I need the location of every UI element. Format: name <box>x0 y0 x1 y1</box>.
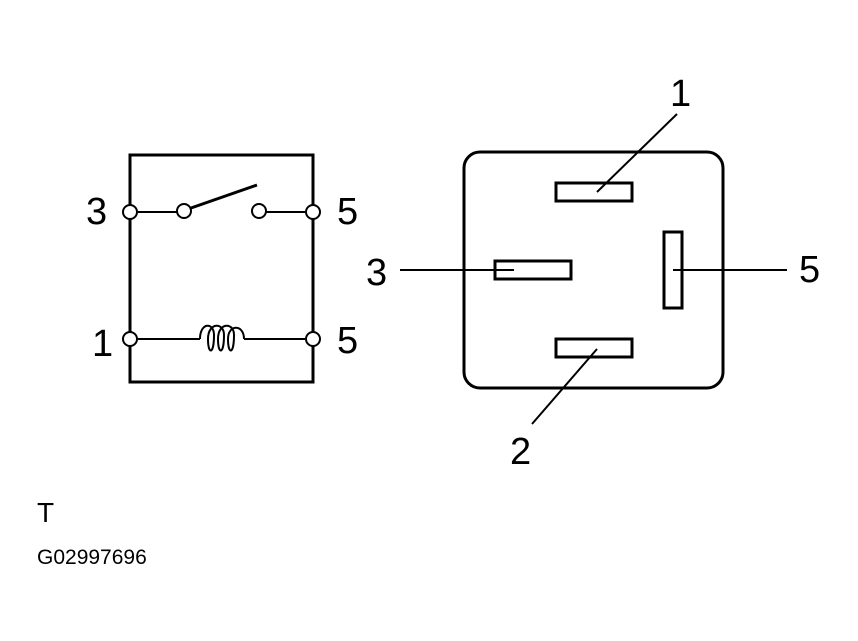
connector-label-5: 5 <box>799 249 820 291</box>
terminal-1-point <box>122 331 138 347</box>
switch-pivot-contact <box>176 203 192 219</box>
schematic-frame <box>128 153 315 384</box>
schematic-label-5-lower: 5 <box>337 320 358 362</box>
pin-1 <box>554 181 634 203</box>
relay-schematic <box>122 153 321 384</box>
switch-fixed-contact <box>251 203 267 219</box>
terminal-5-upper-point <box>305 204 321 220</box>
leader-line-2 <box>531 348 598 425</box>
relay-connector <box>400 113 787 425</box>
terminal-3-point <box>122 204 138 220</box>
schematic-label-5-upper: 5 <box>337 191 358 233</box>
connector-label-2: 2 <box>510 431 531 473</box>
connector-label-3: 3 <box>366 252 387 294</box>
connector-label-1: 1 <box>670 73 691 115</box>
footer-letter: T <box>37 497 54 528</box>
coil-symbol <box>199 324 245 352</box>
switch-blade <box>190 183 258 210</box>
coil-circuit <box>138 324 305 352</box>
figure-code: G02997696 <box>37 546 147 569</box>
schematic-label-1: 1 <box>92 323 113 365</box>
terminal-5-lower-point <box>305 331 321 347</box>
switch-circuit <box>138 183 305 219</box>
schematic-label-3: 3 <box>86 191 107 233</box>
pin-2 <box>554 337 634 359</box>
leader-line-1 <box>596 113 678 193</box>
